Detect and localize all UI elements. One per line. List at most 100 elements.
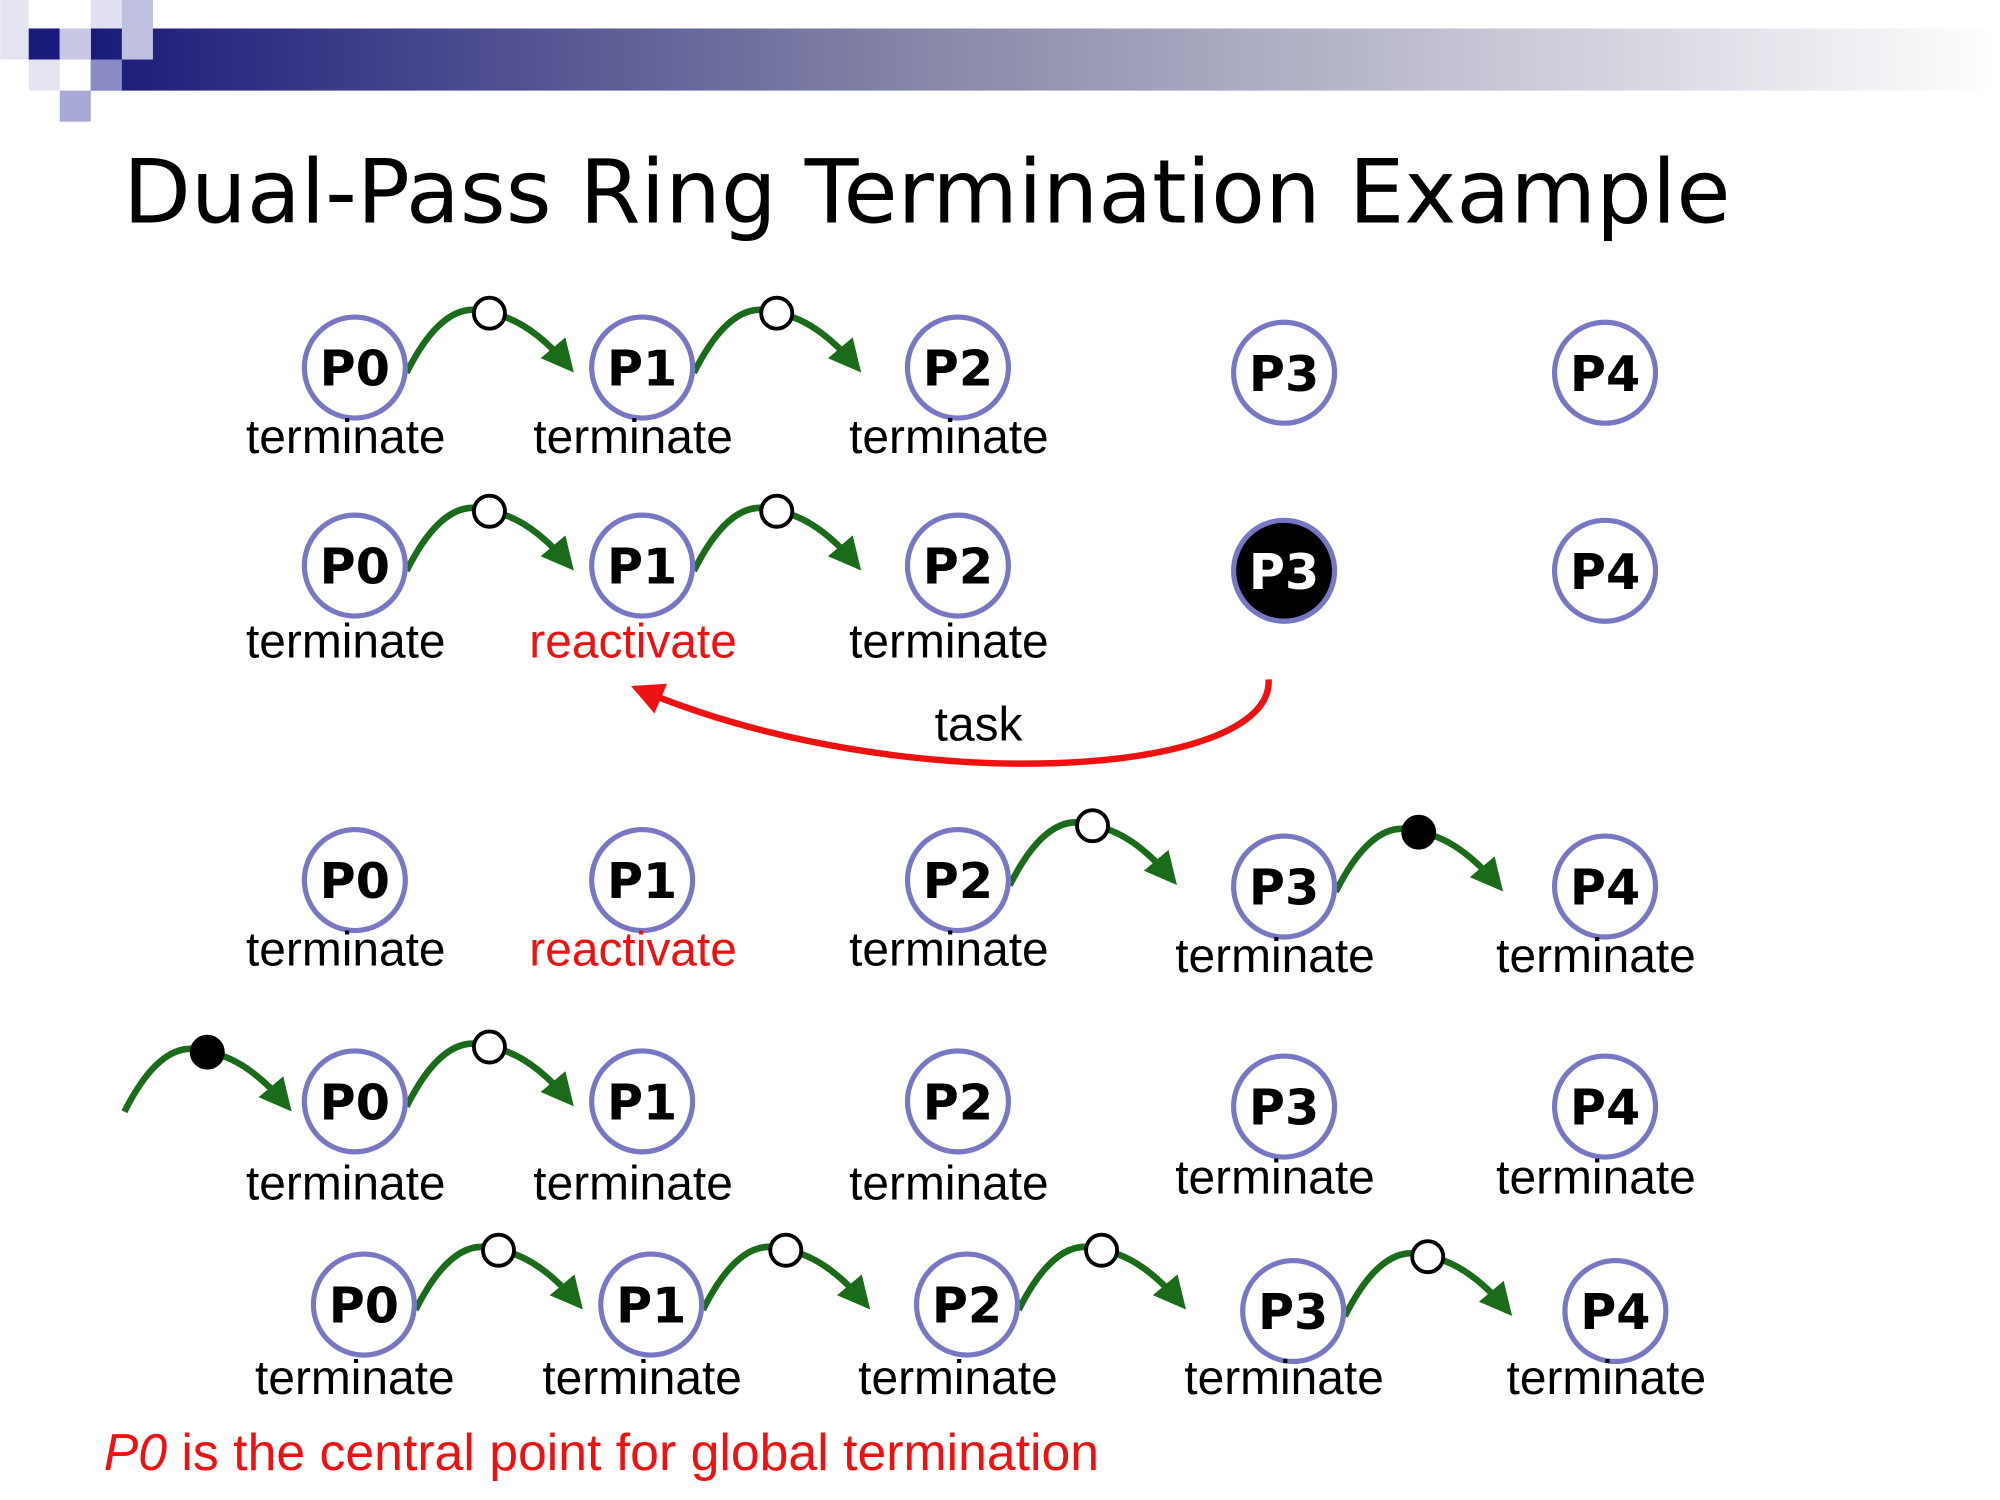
white-token-icon (768, 1232, 804, 1268)
node-name: P2 (923, 852, 993, 910)
node-name: P1 (607, 852, 677, 910)
node-circle (904, 314, 1012, 421)
node-circle (1231, 517, 1338, 624)
node-circle (598, 1251, 705, 1358)
node-circle (1551, 517, 1659, 624)
node-circle (1231, 833, 1338, 940)
node-state-label: terminate (849, 923, 1049, 976)
node-state-label: terminate (255, 1352, 455, 1405)
node-state-label: reactivate (529, 923, 737, 976)
node-name: P0 (320, 852, 390, 910)
process-node-p1: P1 terminate (542, 1251, 742, 1405)
node-name: P0 (329, 1277, 399, 1335)
node-state-label: terminate (1496, 930, 1696, 983)
node-state-label: terminate (849, 1158, 1049, 1211)
node-circle (904, 512, 1012, 619)
node-state-label: terminate (849, 615, 1049, 668)
node-name: P2 (932, 1277, 1002, 1335)
node-circle (1551, 833, 1659, 940)
node-name: P2 (923, 1073, 993, 1131)
node-name: P2 (923, 340, 993, 398)
node-name: P0 (320, 1073, 390, 1131)
white-token-icon (1410, 1239, 1446, 1275)
node-state-label: terminate (533, 411, 733, 464)
process-node-p2: P2 terminate (858, 1251, 1058, 1405)
node-circle (913, 1251, 1021, 1358)
node-state-label: terminate (246, 615, 446, 668)
node-circle (904, 827, 1012, 934)
node-state-label: reactivate (529, 615, 737, 668)
node-name: P0 (320, 340, 390, 398)
process-node-p4: P4 (1551, 517, 1659, 624)
node-circle (589, 314, 696, 421)
node-state-label: terminate (533, 1158, 733, 1211)
node-circle (310, 1251, 417, 1358)
node-state-label: terminate (1175, 930, 1375, 983)
white-token-icon (1084, 1232, 1120, 1268)
process-node-p1: P1 reactivate (529, 512, 737, 668)
node-name: P1 (616, 1277, 686, 1335)
white-token-icon (1075, 808, 1111, 844)
process-node-p2: P2 terminate (849, 1048, 1049, 1211)
node-name: P1 (607, 538, 677, 596)
row-4: P0terminateP1terminateP2terminateP3termi… (121, 1029, 1696, 1211)
process-node-p4: P4 terminate (1507, 1257, 1707, 1405)
process-node-p0: P0 terminate (246, 512, 446, 668)
process-node-p3: P3 (1231, 319, 1338, 426)
node-circle (301, 1048, 408, 1155)
node-circle (1240, 1257, 1347, 1365)
node-name: P1 (607, 1073, 677, 1131)
process-node-p4: P4 (1551, 319, 1659, 426)
node-circle (301, 512, 408, 619)
node-name: P4 (1580, 1283, 1650, 1341)
node-state-label: terminate (1184, 1352, 1384, 1405)
node-circle (301, 314, 408, 421)
process-node-p1: P1 terminate (533, 1048, 733, 1211)
footer-text: is the central point for global terminat… (167, 1423, 1099, 1481)
node-name: P3 (1249, 543, 1319, 601)
process-node-p0: P0 terminate (255, 1251, 455, 1405)
page-title: Dual-Pass Ring Termination Example (123, 141, 1730, 244)
node-state-label: terminate (1496, 1151, 1696, 1204)
header-decoration (0, 0, 2000, 122)
node-state-label: terminate (1507, 1352, 1707, 1405)
node-circle (1551, 319, 1659, 426)
node-circle (1231, 1053, 1338, 1160)
footer-italic: P0 (104, 1423, 168, 1481)
node-name: P4 (1570, 345, 1640, 403)
white-token-icon (471, 295, 507, 331)
footer-note: P0 is the central point for global termi… (104, 1423, 1099, 1481)
white-token-icon (471, 493, 507, 529)
process-node-p3: P3 (1231, 517, 1338, 624)
node-state-label: terminate (246, 411, 446, 464)
node-circle (301, 827, 408, 934)
node-state-label: terminate (246, 923, 446, 976)
node-name: P3 (1249, 345, 1319, 403)
node-state-label: terminate (542, 1352, 742, 1405)
node-circle (589, 1048, 696, 1155)
white-token-icon (471, 1029, 507, 1065)
row-3: P0terminateP1reactivateP2terminateP3term… (246, 808, 1696, 983)
black-token-icon (1401, 814, 1437, 850)
process-node-p1: P1 reactivate (529, 827, 737, 976)
node-name: P4 (1570, 859, 1640, 917)
node-circle (1231, 319, 1338, 426)
node-circle (1562, 1257, 1669, 1365)
node-name: P0 (320, 538, 390, 596)
node-name: P2 (923, 538, 993, 596)
process-node-p0: P0 terminate (246, 827, 446, 976)
node-circle (589, 512, 696, 619)
white-token-icon (481, 1232, 516, 1268)
node-name: P4 (1570, 543, 1640, 601)
node-state-label: terminate (858, 1352, 1058, 1405)
process-node-p4: P4 terminate (1496, 833, 1696, 983)
node-circle (589, 827, 696, 934)
